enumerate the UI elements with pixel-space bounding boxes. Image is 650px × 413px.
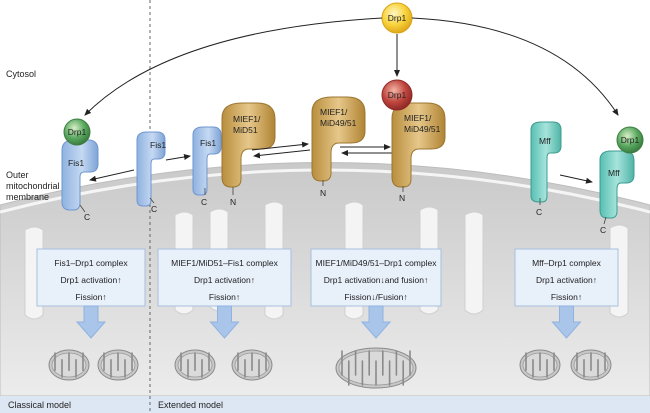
mief1-mid4951-label-line1-b: MIEF1/	[404, 113, 432, 123]
mff-to-drp1-arrow	[559, 174, 593, 184]
equilibrium-arrows-2	[340, 144, 392, 156]
drp1-label-green-right: Drp1	[621, 135, 640, 145]
outcome-box-2-title: MIEF1/MiD51–Fis1 complex	[171, 258, 279, 268]
n-term-label-3: N	[399, 193, 405, 203]
mief1-mid4951-drp1-complex: MIEF1/ MiD49/51 N Drp1	[381, 79, 446, 203]
membrane-label-line1: Outer	[6, 170, 29, 180]
fis1-to-mief-arrow	[165, 154, 191, 161]
mief1-mid4951-label-line2: MiD49/51	[320, 118, 357, 128]
c-term-label-2: C	[151, 204, 157, 214]
drp1-label-green-left: Drp1	[68, 127, 87, 137]
mitochondrion-2-2	[231, 349, 273, 381]
outcome-box-3-line2: Drp1 activation↓and fusion↑	[324, 275, 428, 285]
fis1-free: Fis1 C	[136, 131, 166, 214]
outcome-arrow-2	[209, 305, 240, 339]
outcome-arrow-3	[360, 305, 392, 339]
footer-bar	[0, 396, 650, 413]
cytosol-label: Cytosol	[6, 69, 36, 79]
membrane-label-line3: membrane	[6, 192, 49, 202]
outcome-box-4-line3: Fission↑	[551, 292, 582, 302]
outcome-arrow-1	[75, 305, 107, 339]
outcome-box-4-title: Mff–Drp1 complex	[532, 258, 602, 268]
outcome-box-4-line2: Drp1 activation↑	[536, 275, 597, 285]
outcome-box-2-line2: Drp1 activation↑	[194, 275, 255, 285]
n-term-label-1: N	[230, 197, 236, 207]
mitochondrion-1-2	[97, 349, 139, 381]
c-term-label-3: C	[201, 197, 207, 207]
outcome-box-1-title: Fis1–Drp1 complex	[54, 258, 128, 268]
outcome-box-1-line2: Drp1 activation↑	[61, 275, 122, 285]
footer-extended-model: Extended model	[158, 400, 223, 410]
mief1-mid51-label-line2: MiD51	[233, 125, 258, 135]
c-term-label-1: C	[84, 212, 90, 222]
outcome-box-3-title: MIEF1/MiD49/51–Drp1 complex	[316, 258, 438, 268]
fis1-to-drp1-arrow	[89, 169, 135, 182]
fis1-label-2: Fis1	[150, 140, 166, 150]
mief1-mid51-fis1-complex: Fis1 C MIEF1/ MiD51 N	[192, 102, 276, 207]
mitochondrion-4-1	[519, 349, 561, 381]
mff-label-1: Mff	[539, 136, 551, 146]
outcome-box-2-line3: Fission↑	[209, 292, 240, 302]
mitochondrion-3-1	[335, 347, 417, 389]
drp1-cytosolic: Drp1	[381, 2, 413, 34]
footer-classical-model: Classical model	[8, 400, 71, 410]
mff-label-2: Mff	[608, 168, 620, 178]
mitochondrion-2-1	[174, 349, 216, 381]
c-term-label-5: C	[600, 225, 606, 235]
mief1-mid4951-label-line1: MIEF1/	[320, 107, 348, 117]
recruit-arrow-right	[411, 17, 619, 116]
outcome-box-3-line3: Fission↓/Fusion↑	[344, 292, 407, 302]
mief1-mid51-label-line1: MIEF1/	[233, 114, 261, 124]
fis1-label-1: Fis1	[68, 158, 84, 168]
mitochondrion-1-1	[48, 349, 90, 381]
mief1-mid4951-free: MIEF1/ MiD49/51 N	[311, 96, 366, 198]
n-term-label-2: N	[320, 188, 326, 198]
mief1-mid4951-label-line2-b: MiD49/51	[404, 124, 441, 134]
recruit-arrow-left	[84, 17, 383, 116]
mitochondrion-4-2	[570, 349, 612, 381]
mff-drp1-complex: Mff C Drp1	[599, 126, 644, 235]
outcome-arrow-4	[551, 305, 582, 339]
outcome-box-1-line3: Fission↑	[75, 292, 106, 302]
fis1-label-3: Fis1	[200, 138, 216, 148]
c-term-label-4: C	[536, 207, 542, 217]
drp1-label-red: Drp1	[388, 90, 407, 100]
drp1-label-top: Drp1	[388, 13, 407, 23]
equilibrium-arrows-1	[251, 141, 311, 159]
mff-free: Mff C	[530, 121, 562, 217]
fis1-drp1-complex: Fis1 C Drp1	[61, 118, 99, 222]
membrane-label-line2: mitochondrial	[6, 181, 60, 191]
